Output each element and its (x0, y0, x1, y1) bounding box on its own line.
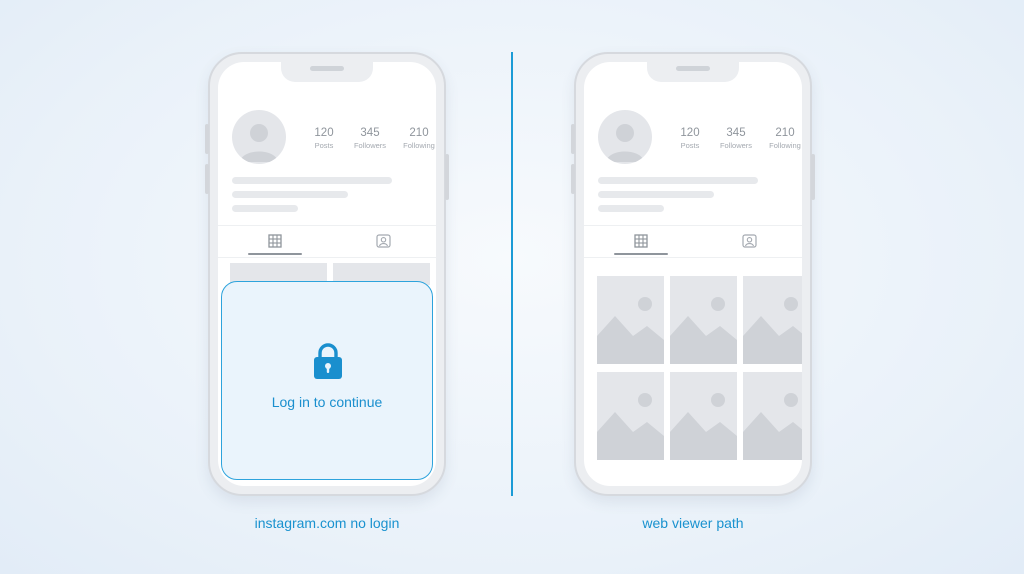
stat-label: Followers (719, 141, 753, 150)
phone-notch (281, 62, 373, 82)
stat-value: 210 (409, 127, 429, 139)
post-thumbnail[interactable] (670, 276, 737, 364)
stat-label: Following (403, 141, 435, 150)
stat-label: Posts (314, 141, 334, 150)
tagged-person-icon[interactable] (742, 234, 757, 248)
tabs-bottom-divider (584, 257, 802, 258)
grid-icon[interactable] (634, 234, 648, 248)
phone-screen: 120 Posts 345 Followers 210 Following (584, 62, 802, 486)
stat-posts[interactable]: 120 Posts (294, 126, 354, 151)
image-placeholder-icon (670, 393, 737, 460)
tabs-bottom-divider (218, 257, 436, 258)
caption-web-viewer: web viewer path (642, 515, 744, 531)
image-placeholder-icon (597, 297, 664, 364)
phone-side-button (205, 164, 209, 194)
image-placeholder-icon (597, 393, 664, 460)
phone-no-login: 120 Posts 345 Followers 210 Following (205, 52, 449, 496)
image-placeholder-icon (743, 393, 802, 460)
post-thumbnail[interactable] (333, 263, 430, 285)
stat-followers[interactable]: 345 Followers (340, 126, 400, 151)
post-thumbnail[interactable] (597, 372, 664, 460)
grid-icon[interactable] (268, 234, 282, 248)
comparison-divider (511, 52, 513, 496)
phone-screen: 120 Posts 345 Followers 210 Following (218, 62, 436, 486)
lock-icon (314, 343, 342, 379)
stat-value: 120 (314, 127, 334, 139)
phone-side-button (571, 164, 575, 194)
bio-placeholder-line (598, 205, 664, 212)
phone-side-button (571, 124, 575, 154)
stat-value: 345 (726, 127, 746, 139)
tagged-person-icon[interactable] (376, 234, 391, 248)
stat-value: 120 (680, 127, 700, 139)
stat-following[interactable]: 210 Following (389, 126, 436, 151)
login-prompt-text[interactable]: Log in to continue (271, 394, 383, 410)
phone-side-button (445, 154, 449, 200)
active-tab-indicator (248, 253, 302, 255)
phone-web-viewer: 120 Posts 345 Followers 210 Following (571, 52, 815, 496)
profile-avatar[interactable] (598, 110, 652, 164)
post-thumbnail[interactable] (743, 276, 802, 364)
stat-posts[interactable]: 120 Posts (660, 126, 720, 151)
phone-side-button (811, 154, 815, 200)
bio-placeholder-line (232, 205, 298, 212)
image-placeholder-icon (743, 297, 802, 364)
stat-value: 345 (360, 127, 380, 139)
phone-speaker (310, 66, 344, 71)
avatar-person-icon (606, 124, 644, 162)
active-tab-indicator (614, 253, 668, 255)
post-thumbnail[interactable] (230, 263, 327, 285)
avatar-person-icon (240, 124, 278, 162)
bio-placeholder-line (598, 191, 714, 198)
bio-placeholder-line (232, 177, 392, 184)
bio-placeholder-line (232, 191, 348, 198)
profile-avatar[interactable] (232, 110, 286, 164)
phone-notch (647, 62, 739, 82)
stat-following[interactable]: 210 Following (755, 126, 802, 151)
post-thumbnail[interactable] (670, 372, 737, 460)
phone-side-button (205, 124, 209, 154)
tabs-divider (218, 225, 436, 226)
login-overlay[interactable]: Log in to continue (221, 281, 433, 480)
tabs-divider (584, 225, 802, 226)
image-placeholder-icon (670, 297, 737, 364)
caption-no-login: instagram.com no login (254, 515, 400, 531)
stat-value: 210 (775, 127, 795, 139)
phone-speaker (676, 66, 710, 71)
post-thumbnail[interactable] (743, 372, 802, 460)
stat-label: Following (769, 141, 801, 150)
stat-followers[interactable]: 345 Followers (706, 126, 766, 151)
stat-label: Posts (680, 141, 700, 150)
stat-label: Followers (353, 141, 387, 150)
bio-placeholder-line (598, 177, 758, 184)
post-thumbnail[interactable] (597, 276, 664, 364)
